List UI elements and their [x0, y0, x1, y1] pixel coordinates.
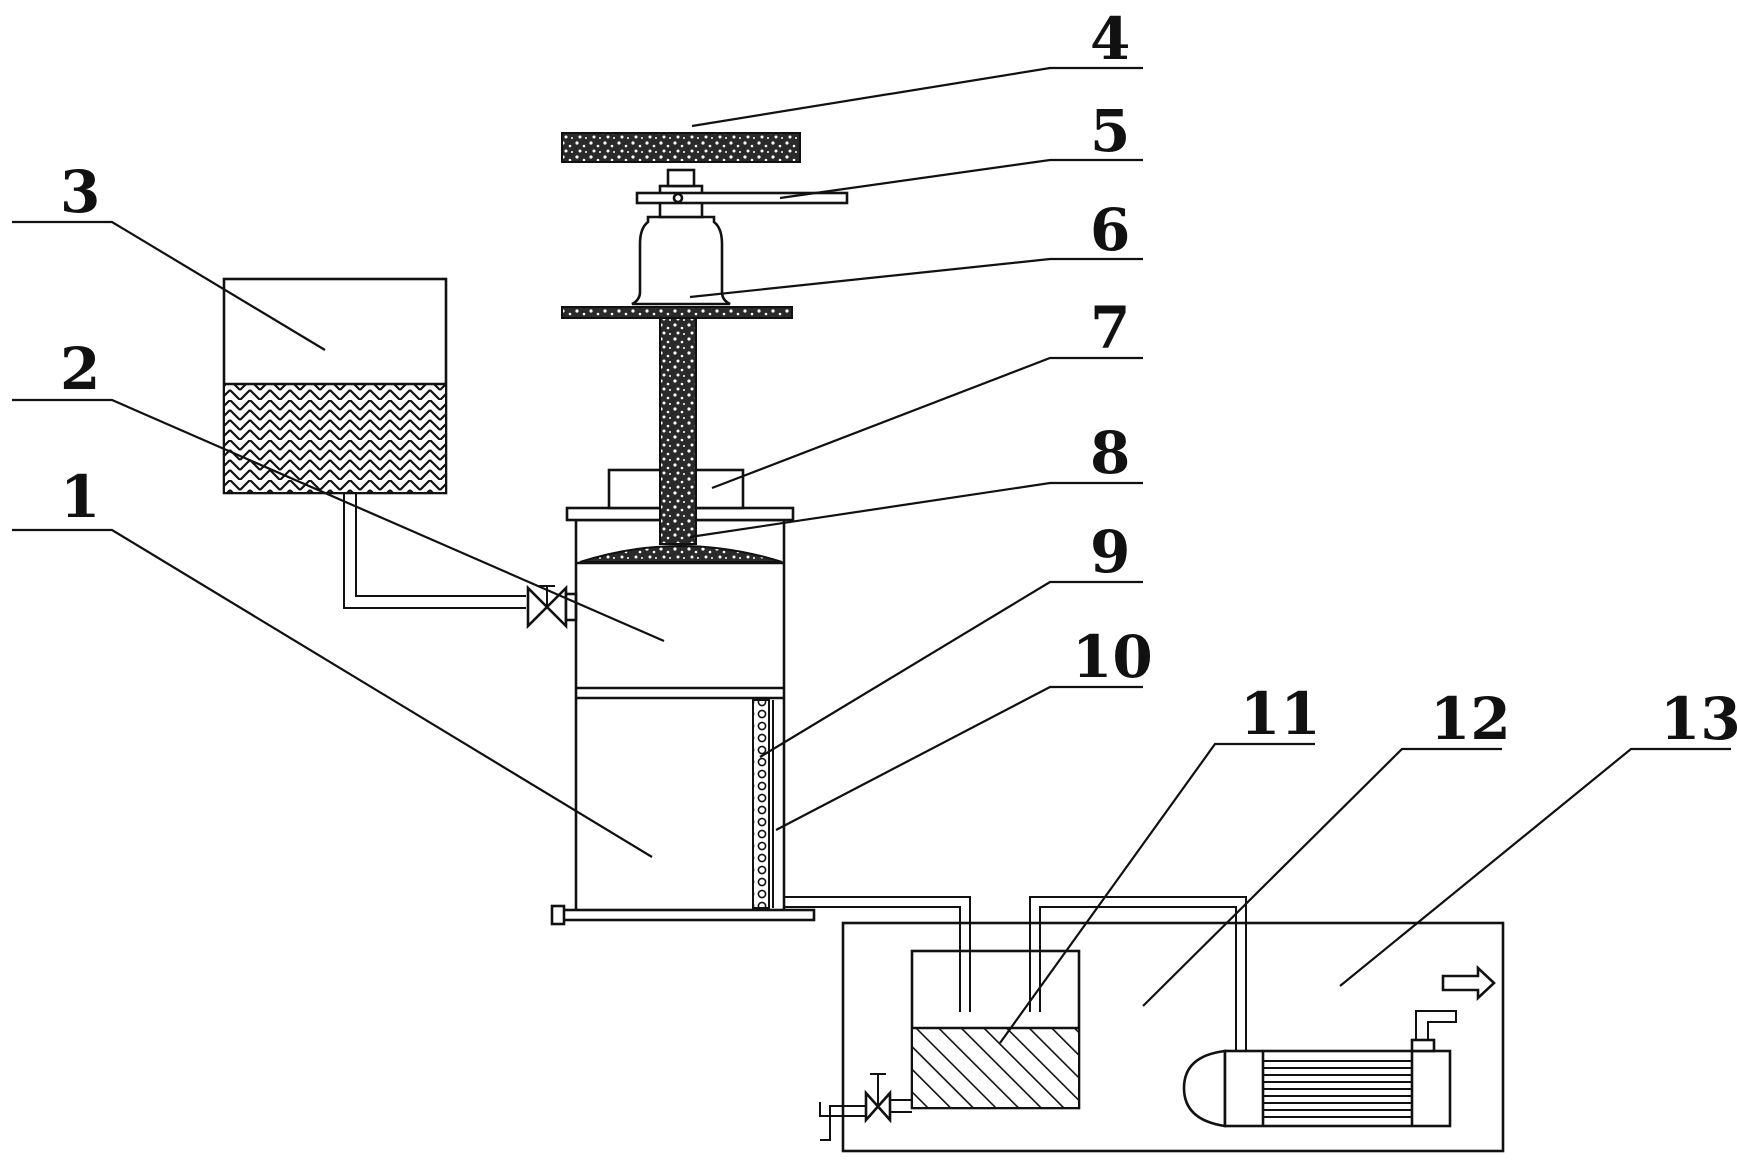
label-13: 13	[1660, 685, 1737, 753]
leader-lines	[12, 66, 1731, 1044]
motor-fins	[1263, 1060, 1412, 1118]
feed-valve	[526, 584, 578, 630]
label-6: 6	[1090, 196, 1130, 264]
handle	[635, 191, 849, 205]
column-base-plate	[554, 908, 816, 922]
feed-pipe	[343, 493, 578, 630]
label-2: 2	[60, 335, 100, 403]
exhaust-arrow-icon	[1441, 964, 1496, 1002]
part-labels: 1 2 3 4 5 6 7 8 9 10 11 12 13	[60, 5, 1737, 753]
supply-tank	[222, 277, 448, 495]
label-5: 5	[1090, 97, 1130, 165]
label-7: 7	[1090, 294, 1130, 362]
collected-liquid	[913, 1028, 1078, 1107]
drain-valve	[819, 1073, 912, 1141]
main-column	[550, 506, 816, 926]
press-plate	[561, 306, 793, 319]
label-12: 12	[1430, 685, 1511, 753]
label-3: 3	[60, 158, 100, 226]
piston-head	[579, 545, 783, 563]
press-rod	[659, 317, 697, 545]
filter-strip	[752, 699, 770, 909]
lower-housing	[841, 921, 1505, 1153]
label-8: 8	[1090, 419, 1130, 487]
label-4: 4	[1090, 5, 1130, 73]
label-10: 10	[1072, 623, 1153, 691]
label-11: 11	[1240, 680, 1321, 748]
lower-unit	[784, 896, 1505, 1153]
tank-fill	[225, 384, 445, 492]
jack-body	[631, 168, 731, 306]
label-9: 9	[1090, 518, 1130, 586]
top-plate	[561, 132, 801, 163]
label-1: 1	[60, 463, 100, 531]
vacuum-pump	[1182, 1010, 1457, 1128]
